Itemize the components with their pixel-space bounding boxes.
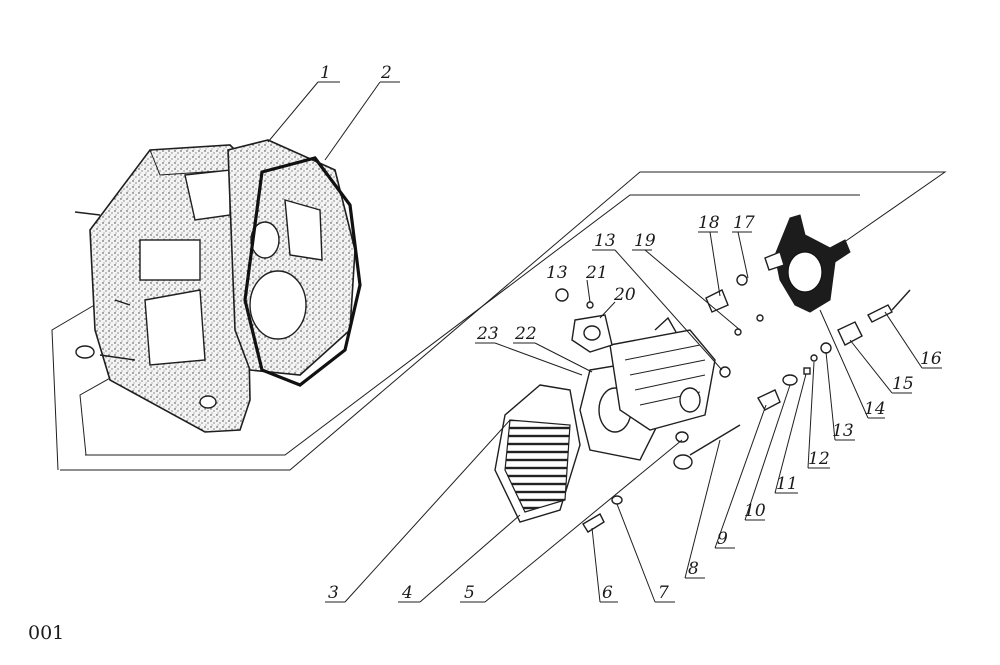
- connector-outline-outer: [60, 171, 947, 471]
- pin-16-tip: [891, 289, 911, 311]
- spark-plug-6: [582, 513, 605, 533]
- callout-13-upper: 13: [546, 263, 568, 283]
- callout-22: 22: [514, 324, 537, 344]
- valve-keeper-12: [810, 354, 818, 362]
- callout-11: 11: [776, 474, 798, 494]
- callout-12: 12: [808, 449, 830, 469]
- sleeve-15: [837, 321, 863, 346]
- valve-stem: [689, 424, 741, 456]
- callout-labels: 1 2 3 4 5 6 7 8 9 10 11 12 13 14 15 16 1…: [320, 63, 942, 603]
- small-nut-upper: [555, 288, 569, 302]
- small-pin-b: [756, 314, 764, 322]
- callout-16: 16: [920, 349, 942, 369]
- valve-spring-9: [757, 389, 781, 411]
- spring-18: [705, 289, 729, 313]
- callout-13-head: 13: [594, 231, 616, 251]
- callout-2: 2: [380, 63, 392, 83]
- small-washer: [586, 301, 594, 309]
- crankcase-housing: [74, 144, 251, 433]
- cylinder-head: [609, 316, 716, 431]
- callout-14: 14: [864, 399, 886, 419]
- connector-outline-inner: [85, 194, 860, 456]
- valve-head: [673, 454, 693, 470]
- callout-10: 10: [744, 501, 766, 521]
- callout-7: 7: [658, 583, 669, 603]
- callout-15: 15: [892, 374, 914, 394]
- callout-9: 9: [717, 529, 728, 549]
- cam-follower: [764, 251, 785, 271]
- callout-23: 23: [476, 324, 499, 344]
- plug-washer-7: [611, 495, 623, 505]
- callout-1: 1: [320, 63, 331, 83]
- page-number: 001: [28, 622, 65, 644]
- small-nut-head: [719, 366, 731, 378]
- small-pin: [734, 328, 742, 336]
- pin-16: [867, 304, 893, 323]
- callout-5: 5: [464, 583, 475, 603]
- spring-retainer-10: [782, 374, 798, 386]
- valve-collet-11: [803, 367, 811, 375]
- callout-17: 17: [733, 213, 755, 233]
- callout-8: 8: [688, 559, 699, 579]
- leader-lines: [267, 81, 942, 603]
- callout-6: 6: [602, 583, 613, 603]
- callout-3: 3: [328, 583, 339, 603]
- callout-20: 20: [613, 285, 636, 305]
- cylinder-head-cover: [494, 384, 581, 523]
- crankcase-gasket: [243, 156, 362, 387]
- crankcase-cover-face: [227, 139, 356, 376]
- washer-17: [736, 274, 748, 286]
- cam-bracket-opening: [787, 251, 823, 293]
- stud-nut-5: [675, 431, 689, 443]
- callout-4: 4: [401, 583, 413, 603]
- callout-13-valve: 13: [832, 421, 854, 441]
- callout-19: 19: [634, 231, 656, 251]
- callout-21: 21: [585, 263, 608, 283]
- lock-nut-13: [820, 342, 832, 354]
- callout-18: 18: [698, 213, 720, 233]
- intake-flange-port: [583, 325, 601, 341]
